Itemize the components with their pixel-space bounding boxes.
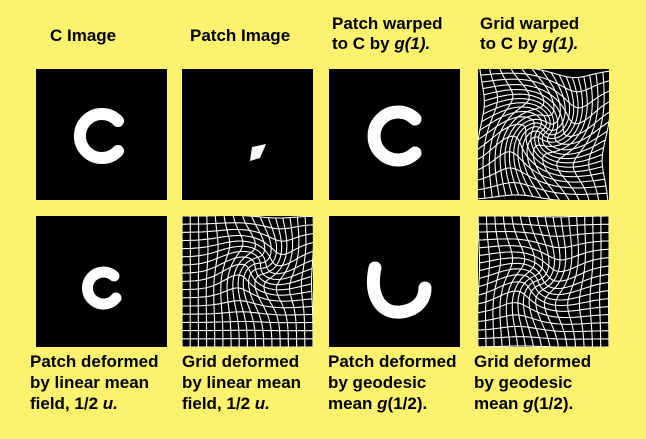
grid-line-horizontal (478, 216, 609, 218)
grid-line-vertical (247, 217, 278, 347)
grid-line-horizontal (479, 110, 603, 164)
grid-line-vertical (275, 217, 294, 347)
grid-line-horizontal (182, 216, 313, 219)
grid-line-vertical (237, 216, 266, 347)
grid-line-vertical (197, 216, 200, 347)
grid-line-horizontal (478, 290, 609, 312)
caption-grid-linear: Grid deformed by linear mean field, 1/2 … (182, 352, 302, 413)
grid-line-vertical (599, 216, 602, 347)
grid-line-vertical (213, 216, 219, 347)
header-c-image: C Image (50, 26, 117, 45)
grid-line-horizontal (182, 311, 313, 316)
grid-line-horizontal (478, 135, 604, 178)
grid-line-vertical (254, 217, 283, 347)
header-patch-image: Patch Image (190, 26, 291, 45)
grid-line-horizontal (182, 300, 313, 309)
grid-line-vertical (589, 216, 594, 347)
grid-line-vertical (205, 216, 209, 347)
patch-image-panel (182, 69, 313, 200)
grid-line-horizontal (182, 320, 313, 324)
header-grid-warped: Grid warped to C by g(1). (480, 14, 580, 53)
grid-line-horizontal (182, 274, 312, 296)
grid-line-horizontal (478, 116, 603, 168)
grid-line-horizontal (479, 251, 609, 273)
grid-line-vertical (300, 216, 307, 347)
grid-line-vertical (535, 216, 561, 347)
grid-line-vertical (499, 69, 545, 196)
grid-linear-panel (182, 216, 313, 347)
grid-line-horizontal (478, 231, 609, 237)
grid-line-vertical (556, 75, 593, 200)
grid-line-horizontal (478, 325, 609, 333)
grid-line-horizontal (478, 314, 609, 325)
patch-shape (250, 144, 266, 161)
grid-line-vertical (521, 76, 575, 199)
patch-linear-panel (36, 216, 167, 347)
grid-line-horizontal (478, 181, 608, 195)
grid-line-vertical (543, 216, 567, 347)
grid-line-horizontal (478, 336, 609, 340)
grid-line-horizontal (478, 281, 609, 307)
caption-grid-geodesic: Grid deformed by geodesic mean g(1/2). (474, 352, 592, 413)
warped-c-shape (367, 105, 422, 167)
grid-line-vertical (488, 69, 514, 198)
grid-line-vertical (601, 117, 609, 200)
grid-line-vertical (484, 216, 491, 347)
c-image-panel (36, 69, 167, 200)
grid-line-horizontal (478, 194, 561, 200)
grid-line-vertical (526, 77, 579, 200)
patch-warped-panel (329, 69, 460, 200)
header-patch-warped: Patch warped to C by g(1). (332, 14, 443, 53)
patch-linear-shape (81, 266, 122, 310)
c-shape (73, 108, 124, 164)
grid-line-vertical (478, 216, 481, 347)
grid-line-vertical (588, 72, 605, 200)
grid-line-horizontal (478, 151, 605, 183)
grid-geodesic-panel (478, 216, 609, 347)
grid-line-vertical (263, 217, 288, 347)
grid-line-vertical (528, 216, 556, 347)
caption-patch-geodesic: Patch deformed by geodesic mean g(1/2). (328, 352, 457, 413)
grid-line-vertical (554, 216, 573, 347)
grid-line-horizontal (478, 123, 603, 173)
grid-line-horizontal (478, 223, 609, 227)
grid-line-horizontal (182, 287, 313, 302)
grid-line-vertical (567, 216, 579, 347)
grid-line-horizontal (532, 69, 609, 79)
grid-line-vertical (288, 216, 300, 347)
grid-line-vertical (542, 76, 588, 200)
grid-line-vertical (532, 77, 584, 200)
grid-line-horizontal (478, 274, 609, 301)
patch-geodesic-shape (367, 261, 432, 319)
patch-geodesic-panel (329, 216, 460, 347)
grid-line-vertical (578, 216, 587, 347)
grid-line-horizontal (478, 345, 609, 347)
grid-line-vertical (517, 74, 571, 197)
grid-line-horizontal (478, 302, 609, 319)
grid-line-vertical (310, 216, 313, 347)
caption-patch-linear: Patch deformed by linear mean field, 1/2… (30, 352, 159, 413)
grid-line-horizontal (478, 167, 606, 189)
grid-line-vertical (607, 216, 609, 347)
grid-line-horizontal (481, 78, 609, 109)
grid-line-vertical (572, 73, 599, 200)
grid-warped-panel (478, 69, 609, 200)
grid-line-vertical (242, 216, 272, 347)
